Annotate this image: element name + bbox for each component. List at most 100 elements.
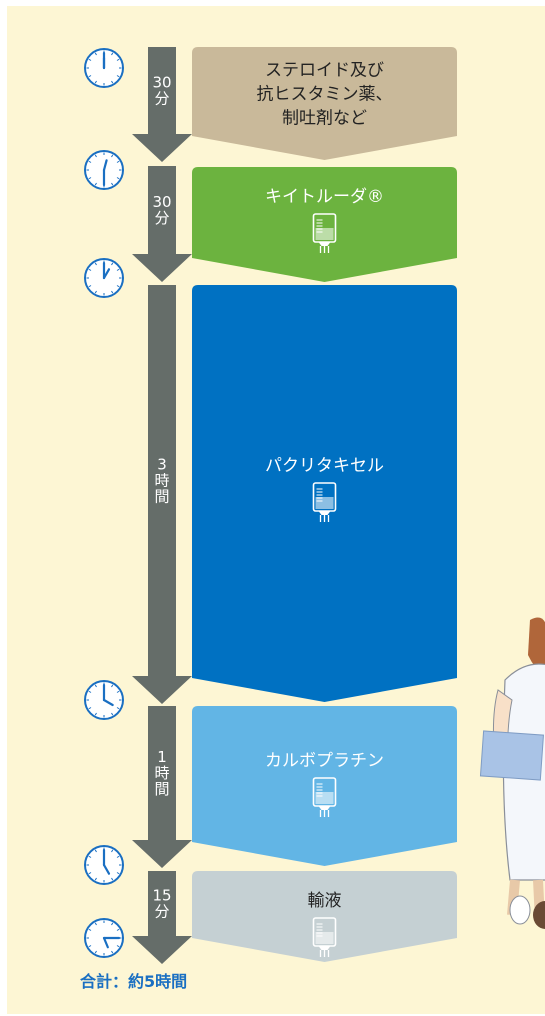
step-label: 輸液 — [308, 891, 342, 911]
clock-tick — [94, 684, 97, 688]
clock-tick — [116, 855, 120, 858]
step-2: 30分 キイトルーダ® — [132, 166, 457, 282]
clock-tick — [116, 75, 120, 78]
iv-bag-icon — [312, 213, 337, 253]
clock-tick — [111, 712, 114, 716]
clock-icon — [84, 150, 124, 190]
clock-tick — [94, 154, 97, 158]
clock-tick — [94, 849, 97, 853]
clock-hour-hand — [102, 159, 108, 172]
timeline-arrow-segment — [132, 285, 192, 704]
clock-tick — [94, 182, 97, 186]
timeline-arrow-segment — [132, 871, 192, 964]
iv-bag-icon — [312, 482, 337, 522]
clock-tick — [88, 285, 92, 288]
clock-tick — [94, 950, 97, 954]
clock-tick — [111, 950, 114, 954]
iv-bag-icon — [312, 777, 337, 817]
step-box — [192, 47, 457, 160]
duration-label: 30 — [152, 74, 171, 92]
iv-bag-fluid — [315, 497, 334, 509]
iv-bag-fluid — [315, 228, 334, 240]
clipboard — [479, 730, 544, 781]
step-5: 15分 輸液 — [132, 871, 457, 964]
clock-icon — [84, 48, 124, 88]
clock-tick — [111, 849, 114, 853]
iv-bag-fluid — [315, 792, 334, 804]
clock-icon — [84, 845, 124, 885]
iv-bag-fluid — [315, 932, 334, 944]
duration-label: 15 — [152, 887, 171, 905]
step-box — [192, 285, 457, 702]
clock-icon — [84, 258, 124, 298]
clock-tick — [116, 268, 120, 271]
clock-hour-hand — [102, 863, 111, 875]
duration-label: 分 — [154, 903, 169, 921]
clock-hour-hand — [102, 268, 111, 280]
clock-tick — [111, 922, 114, 926]
duration-label: 分 — [154, 209, 169, 227]
clock-tick — [111, 290, 114, 294]
iv-bag-neck — [318, 946, 331, 950]
clock-tick — [88, 872, 92, 875]
step-box — [192, 167, 457, 282]
clock-tick — [88, 855, 92, 858]
clock-tick — [94, 80, 97, 84]
clock-tick — [116, 707, 120, 710]
nurse-illustration — [479, 617, 545, 929]
clock-tick — [88, 75, 92, 78]
clock-tick — [111, 154, 114, 158]
step-label: キイトルーダ® — [265, 187, 384, 207]
total-duration: 合計：約5時間 — [80, 972, 187, 991]
clock-tick — [94, 922, 97, 926]
duration-label: 3 — [157, 456, 167, 474]
clock-tick — [116, 177, 120, 180]
duration-label: 1 — [157, 748, 167, 766]
step-label: パクリタキセル — [265, 456, 384, 476]
nurse-shoe-dark — [533, 901, 545, 929]
clock-tick — [94, 290, 97, 294]
duration-label: 時 — [154, 764, 169, 782]
duration-label: 30 — [152, 193, 171, 211]
timeline-arrow-segment — [132, 47, 192, 162]
clock-tick — [94, 262, 97, 266]
duration-label: 間 — [154, 780, 169, 798]
duration-label: 間 — [154, 488, 169, 506]
clock-tick — [94, 877, 97, 881]
iv-bag-neck — [318, 511, 331, 515]
clock-tick — [116, 690, 120, 693]
timeline-arrow-segment — [132, 706, 192, 868]
step-label: カルボプラチン — [265, 751, 384, 771]
clock-tick — [88, 928, 92, 931]
step-4: 1時間 カルボプラチン — [132, 706, 457, 868]
step-label: 抗ヒスタミン薬、 — [257, 85, 393, 105]
clock-tick — [88, 268, 92, 271]
clock-tick — [94, 712, 97, 716]
clock-tick — [116, 285, 120, 288]
iv-bag-neck — [318, 242, 331, 246]
clock-tick — [111, 52, 114, 56]
iv-bag-icon — [312, 917, 337, 957]
clock-tick — [88, 58, 92, 61]
clock-tick — [111, 877, 114, 881]
timeline-arrow-segment — [132, 166, 192, 282]
clock-tick — [111, 182, 114, 186]
step-label: 制吐剤など — [282, 109, 367, 129]
iv-bag-neck — [318, 806, 331, 810]
clock-tick — [94, 52, 97, 56]
step-box — [192, 706, 457, 866]
clock-tick — [88, 160, 92, 163]
nurse-hair — [528, 617, 545, 678]
step-label: ステロイド及び — [265, 61, 384, 81]
clock-tick — [116, 945, 120, 948]
clock-tick — [111, 262, 114, 266]
clock-tick — [116, 58, 120, 61]
clock-hour-hand — [102, 936, 109, 949]
clock-tick — [116, 928, 120, 931]
clock-tick — [111, 80, 114, 84]
clock-tick — [88, 177, 92, 180]
